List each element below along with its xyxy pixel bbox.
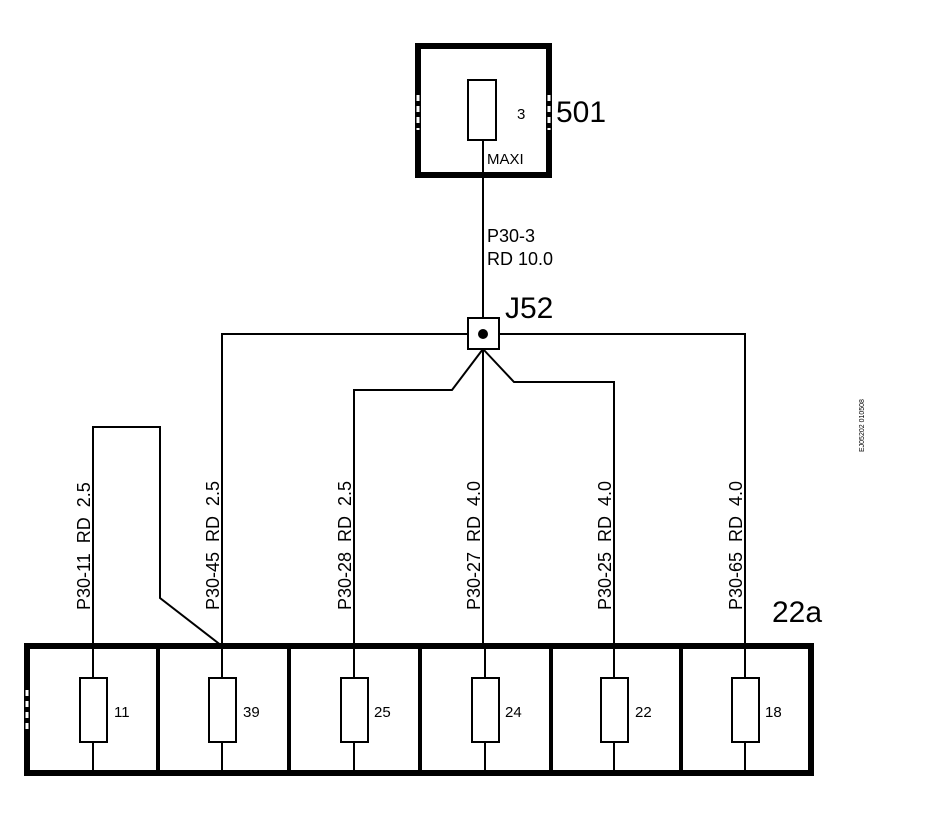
- component-501-label: 501: [556, 96, 606, 129]
- wire-label-p30-11: P30-11 RD 2.5: [74, 482, 94, 610]
- fuse-25-symbol: [340, 677, 369, 743]
- fuse-24-symbol: [471, 677, 500, 743]
- fuse-39-symbol: [208, 677, 237, 743]
- maxi-fuse-type: MAXI: [487, 151, 524, 168]
- wire-label-p30-25: P30-25 RD 4.0: [595, 481, 615, 610]
- wire-p30-11: [92, 426, 223, 647]
- junction-label: J52: [505, 292, 553, 325]
- fuse-22-number: 22: [635, 704, 652, 721]
- junction-node: [478, 329, 488, 339]
- drawing-code: EJ05202 010508: [859, 399, 866, 452]
- fuse-11-symbol: [79, 677, 108, 743]
- fuse-18-symbol: [731, 677, 760, 743]
- fuse-22-symbol: [600, 677, 629, 743]
- wire-p30-28: [353, 348, 484, 646]
- fuse-25-number: 25: [374, 704, 391, 721]
- maxi-fuse-symbol: [467, 79, 497, 141]
- wire-p30-25: [482, 348, 615, 646]
- fuse-24-number: 24: [505, 704, 522, 721]
- maxi-fuse-number: 3: [517, 106, 525, 123]
- wire-label-p30-65: P30-65 RD 4.0: [726, 481, 746, 610]
- wire-p30-45: [221, 333, 468, 646]
- component-22a-label: 22a: [772, 596, 822, 629]
- fuse-39-number: 39: [243, 704, 260, 721]
- wire-label-p30-27: P30-27 RD 4.0: [464, 481, 484, 610]
- wire-p30-65: [499, 333, 746, 646]
- fuse-11-number: 11: [114, 704, 130, 721]
- feed-wire-circuit: P30-3: [487, 226, 535, 246]
- feed-wire-spec: RD 10.0: [487, 249, 553, 269]
- fuse-18-number: 18: [765, 704, 782, 721]
- wire-label-p30-45: P30-45 RD 2.5: [203, 481, 223, 610]
- wire-label-p30-28: P30-28 RD 2.5: [335, 481, 355, 610]
